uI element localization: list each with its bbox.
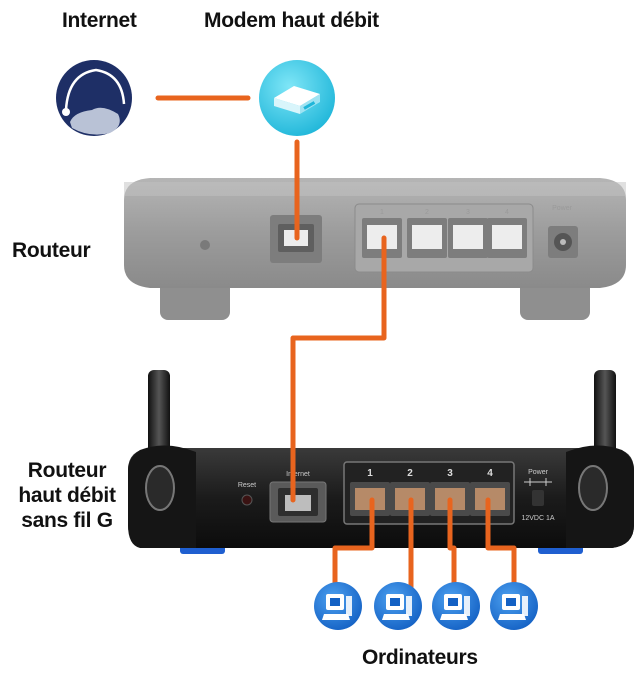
modem-icon [259,60,335,136]
modem-label: Modem haut débit [204,9,379,32]
computer-icon [314,582,362,630]
globe-icon [56,60,132,136]
lan-port-4-number: 4 [487,468,493,479]
internet-label: Internet [62,9,137,32]
lan-port-1-number: 1 [367,468,373,479]
router-power-label: Power [552,205,573,212]
cable-router-wireless [290,235,387,503]
computers-label: Ordinateurs [362,646,478,669]
router-port-1-number: 1 [380,209,384,216]
computer-icon [490,582,538,630]
router-label: Routeur [12,239,91,262]
reset-label: Reset [238,482,256,489]
reset-button[interactable] [241,494,253,506]
wireless-router: Reset Internet 1 2 3 4 Power 12VDC 1A [128,370,634,554]
router-port-2-number: 2 [425,209,429,216]
wireless-router-label-line2: haut débit [18,484,116,508]
cable-lan4-pc4 [485,497,517,591]
router-lan-ports [362,218,527,258]
cable-lan1-pc1 [332,497,375,591]
power-jack[interactable] [532,490,544,506]
router: 1 2 3 4 Power [124,178,626,320]
lan-port-3-number: 3 [447,468,453,479]
computer-icon [374,582,422,630]
cable-lan3-pc3 [447,497,457,591]
wireless-router-label-line3: sans fil G [21,509,113,533]
power-label: Power [528,469,549,476]
cables [155,95,517,591]
lan-port-2-number: 2 [407,468,413,479]
power-spec-label: 12VDC 1A [521,515,554,522]
wireless-router-label-line1: Routeur [27,459,107,482]
wan-port-label: Internet [286,471,310,478]
computer-icon [432,582,480,630]
router-port-3-number: 3 [466,209,470,216]
router-port-4-number: 4 [505,209,509,216]
wireless-router-label: Routeur haut débit sans fil G [8,458,126,534]
